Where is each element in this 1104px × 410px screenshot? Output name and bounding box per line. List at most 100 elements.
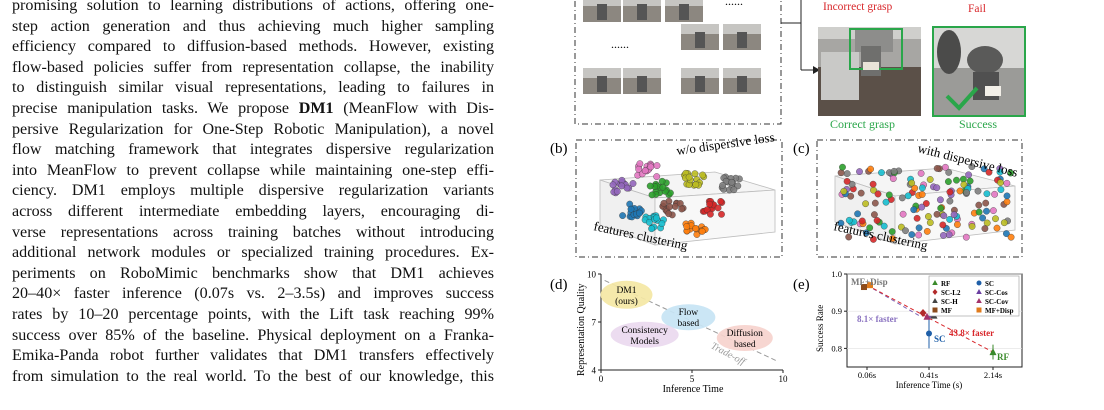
feature-point <box>870 211 878 219</box>
thumbnail-wall <box>681 24 719 34</box>
feature-point <box>613 187 621 195</box>
feature-point <box>636 160 644 168</box>
feature-point <box>918 203 926 211</box>
abstract-line: ciency. DM1 employs multiple dispersive … <box>12 182 494 200</box>
legend-label: SC-L2 <box>941 289 961 297</box>
feature-point <box>992 215 999 223</box>
legend-label: MF+Disp <box>985 307 1014 315</box>
abstract-line: from simulation to the real world. To th… <box>12 367 494 385</box>
feature-point <box>685 173 693 181</box>
feature-point <box>619 212 627 220</box>
feature-point <box>898 194 906 202</box>
panel-e-letter: (e) <box>793 277 810 293</box>
bubble-label: Consistency <box>621 326 668 336</box>
feature-point <box>944 178 952 186</box>
feature-point <box>862 200 869 208</box>
thumbnail-robot <box>637 76 647 92</box>
panel-b-title: w/o dispersive loss <box>675 129 775 158</box>
feature-point <box>854 210 861 218</box>
abstract-line: across different intermediate embedding … <box>12 202 494 220</box>
feature-point <box>975 201 983 209</box>
feature-point <box>730 186 738 194</box>
abstract-line: flow-based policies suffer from represen… <box>12 58 494 76</box>
feature-point <box>845 233 853 241</box>
legend-frame <box>928 275 1020 317</box>
figure-1: ...... ...... Incorrect grasp Fail <box>545 0 1104 405</box>
legend-label: MF <box>941 307 952 315</box>
feature-point <box>933 184 941 192</box>
abstract-line: into MeanFlow to prevent collapse while … <box>12 161 494 179</box>
feature-point <box>962 233 970 241</box>
feature-point <box>1003 179 1011 187</box>
feature-point <box>1007 169 1014 177</box>
feature-point <box>911 184 919 192</box>
feature-points-b <box>609 160 743 238</box>
legend-label: SC <box>985 280 994 288</box>
feature-point <box>980 165 988 173</box>
feature-point <box>945 231 953 239</box>
bubble-0 <box>600 280 653 309</box>
feature-point <box>648 191 656 199</box>
feature-point <box>904 192 912 200</box>
feature-point <box>983 190 991 198</box>
feature-point <box>985 168 993 176</box>
feature-point <box>873 217 881 224</box>
annotation-sc: SC <box>934 334 946 344</box>
feature-point <box>997 179 1004 187</box>
abstract-line: 20–40× faster inference (0.07s vs. 2–3.5… <box>12 285 494 303</box>
feature-point <box>869 180 877 188</box>
legend-label: RF <box>941 280 950 288</box>
legend-label: SC-Cov <box>985 298 1009 306</box>
thumbnail-robot <box>737 76 747 92</box>
feature-point <box>706 200 714 208</box>
feature-point <box>885 191 893 199</box>
abstract-line: periments on RoboMimic benchmarks show t… <box>12 264 494 282</box>
legend-marker <box>932 289 938 295</box>
feature-point <box>924 213 932 220</box>
annotation-8x: 8.1× faster <box>857 314 898 324</box>
correct-grasp-label: Correct grasp <box>830 117 895 131</box>
bubble-label: Diffusion <box>727 328 763 339</box>
marker-sc-l2 <box>919 309 927 318</box>
feature-point <box>728 178 736 186</box>
method-name: DM1 <box>298 99 334 117</box>
feature-point <box>982 199 990 207</box>
legend-marker <box>976 298 982 303</box>
feature-point <box>845 216 853 224</box>
feature-point <box>647 163 655 171</box>
feature-point <box>981 225 989 233</box>
feature-point <box>941 163 949 171</box>
thumbnail-wall <box>665 0 703 6</box>
bubble-label: based <box>678 319 700 329</box>
y-tick-label: 0.8 <box>831 343 842 353</box>
panel-d-xlabel: Inference Time <box>663 384 724 395</box>
feature-point <box>648 225 656 233</box>
panel-e-xlabel: Inference Time (s) <box>896 380 962 390</box>
y-tick-label: 10 <box>587 270 597 280</box>
feature-point <box>993 224 1001 232</box>
y-tick-label: 7 <box>592 318 597 328</box>
feature-point <box>683 223 691 230</box>
feature-point <box>968 163 976 171</box>
feature-point <box>939 231 947 239</box>
legend-marker <box>976 289 982 294</box>
feature-point <box>975 208 983 216</box>
feature-point <box>1007 233 1015 241</box>
feature-point <box>653 214 660 222</box>
feature-point <box>666 203 674 211</box>
feature-point <box>858 217 866 225</box>
feature-point <box>653 173 661 181</box>
panel-b: (b) w/o dispersive loss features cluster… <box>550 129 783 258</box>
feature-point <box>946 188 954 196</box>
robot-thumbnail-grid <box>583 0 761 94</box>
y-tick-label: 4 <box>592 366 597 376</box>
bubble-label: Models <box>630 337 659 347</box>
feature-point <box>908 231 916 239</box>
abstract-line: efficiency compared to diffusion-based m… <box>12 38 494 56</box>
legend-marker <box>976 307 982 313</box>
panel-a-frame <box>574 0 782 125</box>
y-tick-label: 0.9 <box>831 306 842 316</box>
